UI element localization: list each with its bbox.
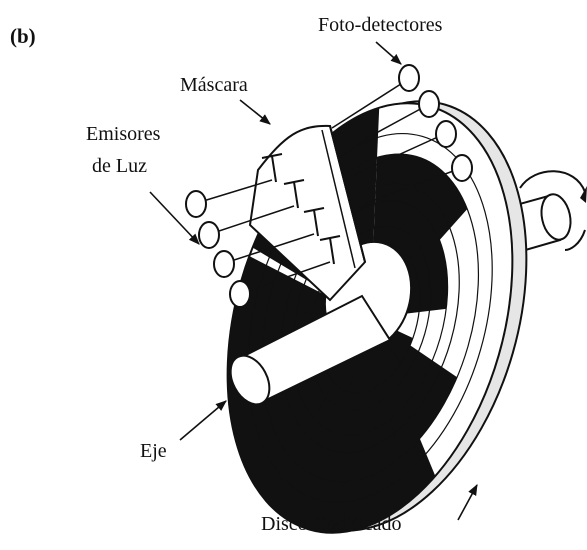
label-mask: Máscara (180, 74, 248, 97)
leader-mask (240, 100, 270, 124)
label-light-emitters-line2: de Luz (92, 155, 147, 178)
leader-shaft (180, 401, 226, 440)
label-light-emitters-line1: Emisores (86, 123, 160, 146)
leader-photo-detectors (376, 42, 401, 64)
label-photo-detectors: Foto-detectores (318, 14, 442, 37)
label-coded-disc: Disco Codificado (261, 513, 402, 536)
label-shaft: Eje (140, 440, 167, 463)
subfigure-label: (b) (10, 24, 36, 49)
leader-coded-disc (458, 485, 477, 520)
rotation-arrow (520, 171, 585, 192)
